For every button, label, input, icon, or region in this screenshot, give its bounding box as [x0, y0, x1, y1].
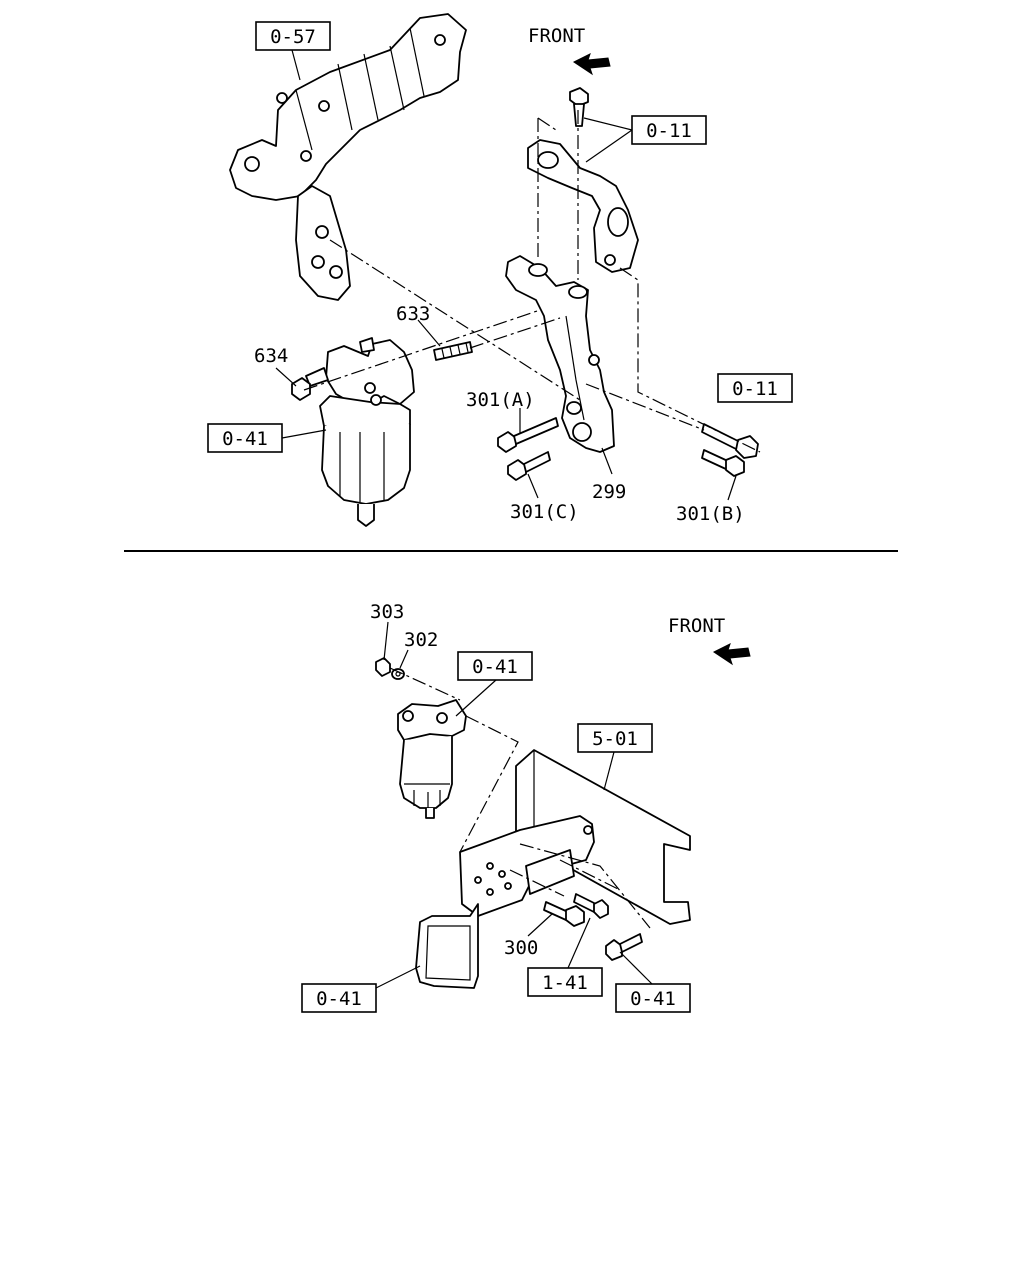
ref-box-0-11-bottom: 0-11	[717, 373, 793, 403]
part-number-301c: 301(C)	[510, 501, 579, 523]
bolt-301c	[507, 451, 551, 481]
fuel-filter-lower	[397, 699, 467, 819]
fuel-filter-upper	[305, 337, 415, 527]
bolt-301a	[497, 417, 559, 453]
ref-box-0-41-lower-left: 0-41	[301, 983, 377, 1013]
ref-box-label: 5-01	[592, 728, 638, 750]
ref-box-0-11-top: 0-11	[631, 115, 707, 145]
exhaust-component	[229, 13, 467, 301]
part-number-302: 302	[404, 629, 438, 651]
bolt-top-0-11	[569, 87, 589, 127]
ref-box-5-01: 5-01	[577, 723, 653, 753]
ref-box-label: 0-11	[732, 378, 778, 400]
frame-rail	[515, 749, 691, 925]
ref-box-0-57: 0-57	[255, 21, 331, 51]
part-number-633: 633	[396, 303, 430, 325]
front-label-lower: FRONT	[668, 615, 725, 637]
upper-alignment-lines	[303, 110, 761, 453]
ref-box-label: 1-41	[542, 972, 588, 994]
ref-box-1-41: 1-41	[527, 967, 603, 997]
front-arrow-icon-lower	[713, 643, 751, 666]
ref-box-0-41-upper: 0-41	[207, 423, 283, 453]
part-number-300: 300	[504, 937, 538, 959]
ref-box-label: 0-41	[472, 656, 518, 678]
filter-mount-bracket	[505, 255, 615, 453]
bolt-1-41	[573, 893, 609, 919]
ref-box-0-41-lower-top: 0-41	[457, 651, 533, 681]
lower-leader-lines	[375, 621, 653, 989]
wire-loop-bracket	[415, 903, 479, 989]
stud-633	[433, 341, 473, 361]
part-number-299: 299	[592, 481, 626, 503]
part-number-301a: 301(A)	[466, 389, 535, 411]
bolt-0-41-lower	[605, 933, 643, 961]
bolt-300	[543, 901, 585, 927]
upper-mount-bracket	[527, 139, 639, 273]
washer-302	[391, 668, 405, 680]
part-number-301b: 301(B)	[676, 503, 745, 525]
part-number-303: 303	[370, 601, 404, 623]
ref-box-label: 0-41	[316, 988, 362, 1010]
part-number-634: 634	[254, 345, 288, 367]
nut-634	[291, 377, 311, 401]
front-arrow-icon-upper	[573, 53, 611, 76]
bolt-301b	[701, 449, 745, 477]
nut-303	[375, 657, 391, 677]
lower-alignment-lines	[389, 667, 651, 929]
ref-box-label: 0-11	[646, 120, 692, 142]
ref-box-label: 0-57	[270, 26, 316, 48]
ref-box-0-41-lower-right: 0-41	[615, 983, 691, 1013]
upper-view: FRONT 0-57 0-11 0-11 0-41 633 634 301(A)…	[207, 13, 793, 527]
ref-box-label: 0-41	[630, 988, 676, 1010]
upper-leader-lines	[275, 49, 737, 501]
lower-view: FRONT 0-41 5-01 1-41 0-41 0-41 303 302 3…	[301, 601, 751, 1013]
front-label-upper: FRONT	[528, 25, 585, 47]
ref-box-label: 0-41	[222, 428, 268, 450]
